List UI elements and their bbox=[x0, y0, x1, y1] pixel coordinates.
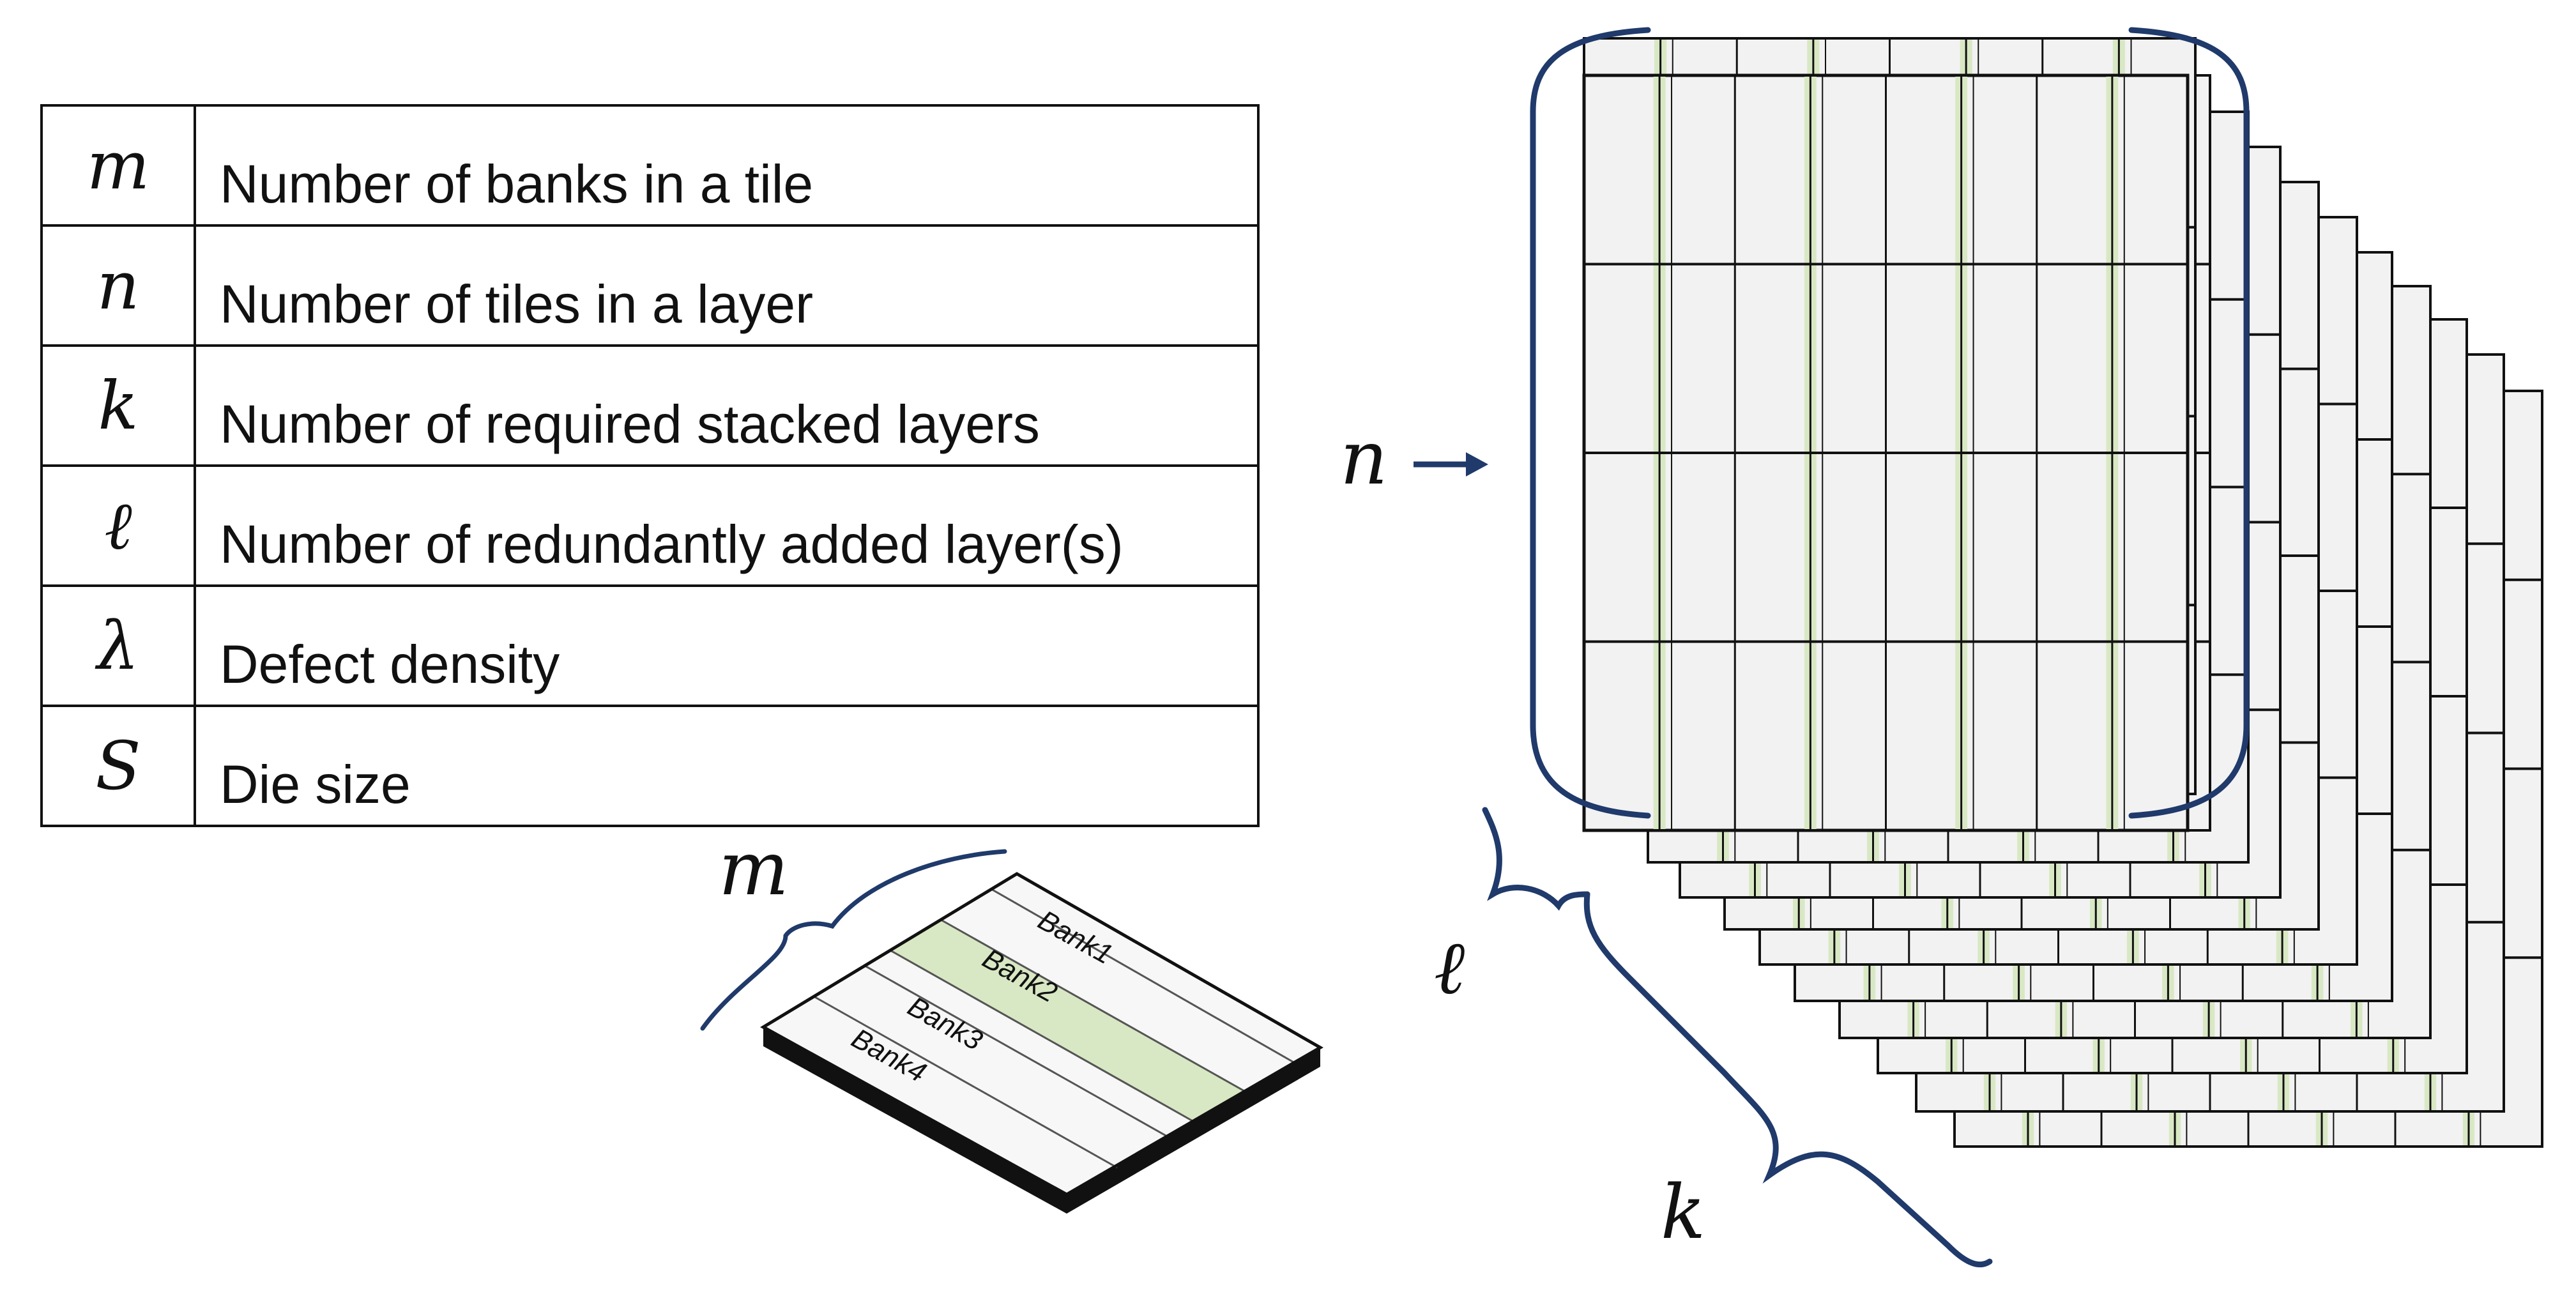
legend-symbol: ℓ bbox=[40, 464, 196, 587]
legend-symbol: m bbox=[40, 104, 196, 227]
legend-symbol: n bbox=[40, 224, 196, 347]
isometric-tile: Bank1 Bank2 Bank3 Bank4 bbox=[760, 872, 1324, 1214]
m-bracket bbox=[700, 849, 1007, 1031]
m-label: m bbox=[719, 826, 789, 912]
l-label: ℓ bbox=[1434, 925, 1465, 1011]
legend-description: Number of redundantly added layer(s) bbox=[194, 464, 1260, 587]
legend-description: Die size bbox=[194, 705, 1260, 827]
legend-row: m Number of banks in a tile bbox=[40, 104, 1260, 227]
layer-stack bbox=[1582, 37, 2543, 1148]
legend-row: λ Defect density bbox=[40, 584, 1260, 707]
legend-description: Number of banks in a tile bbox=[194, 104, 1260, 227]
legend-symbol: k bbox=[40, 344, 196, 467]
front-layer bbox=[1582, 73, 2190, 832]
n-arrow-icon bbox=[1414, 452, 1488, 476]
legend-symbol: S bbox=[40, 705, 196, 827]
n-label: n bbox=[1340, 415, 1388, 501]
legend-row: n Number of tiles in a layer bbox=[40, 224, 1260, 347]
legend-description: Number of tiles in a layer bbox=[194, 224, 1260, 347]
legend-row: ℓ Number of redundantly added layer(s) bbox=[40, 464, 1260, 587]
symbol-legend-table: m Number of banks in a tile n Number of … bbox=[40, 104, 1260, 827]
tile-side-front bbox=[763, 1027, 1067, 1214]
n-bracket bbox=[1530, 27, 2250, 819]
tile-side-right bbox=[1067, 1048, 1320, 1214]
k-bracket bbox=[1583, 891, 1993, 1268]
legend-description: Defect density bbox=[194, 584, 1260, 707]
l-bracket bbox=[1482, 807, 1590, 911]
legend-row: k Number of required stacked layers bbox=[40, 344, 1260, 467]
legend-row: S Die size bbox=[40, 705, 1260, 827]
legend-description: Number of required stacked layers bbox=[194, 344, 1260, 467]
legend-symbol: λ bbox=[40, 584, 196, 707]
k-label: k bbox=[1661, 1170, 1705, 1256]
bank2-highlight bbox=[890, 920, 1244, 1122]
